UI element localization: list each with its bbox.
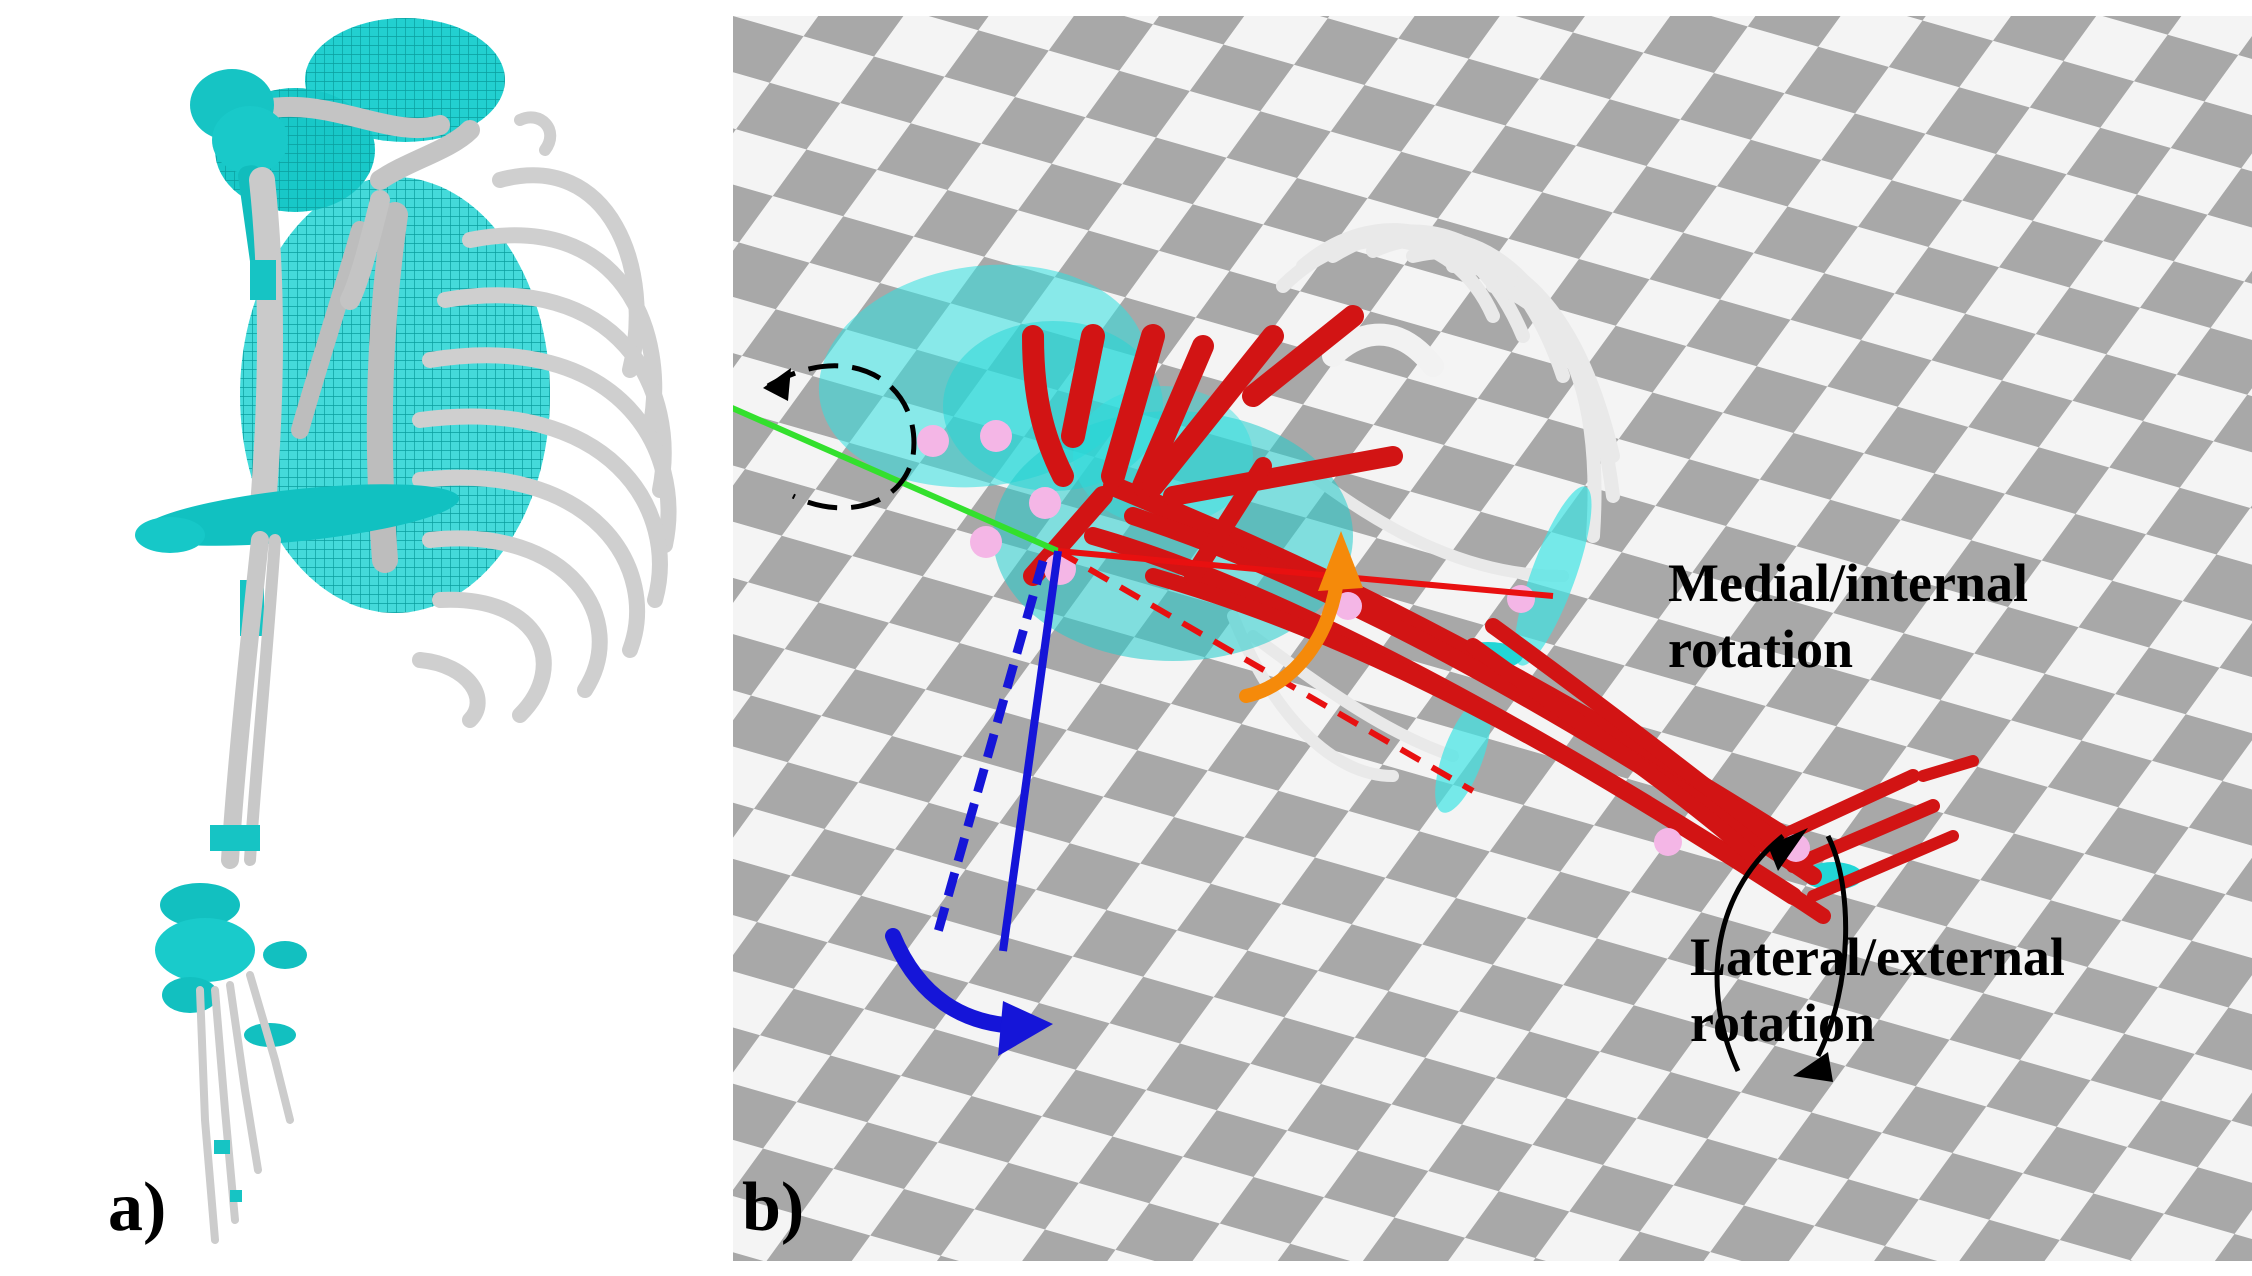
finger-joints bbox=[214, 1140, 242, 1202]
axis-blue-dashed bbox=[933, 559, 1048, 934]
ribcage bbox=[412, 111, 677, 728]
medial-annotation-line1: Medial/internal bbox=[1668, 553, 2028, 613]
rotation-axes bbox=[733, 405, 1554, 952]
skeleton-3d-figure bbox=[135, 18, 677, 1244]
muscles bbox=[1022, 305, 1979, 924]
panel-a bbox=[0, 0, 720, 1276]
lateral-annotation-line2: rotation bbox=[1690, 993, 1875, 1053]
dashed-rotation-arrow bbox=[763, 363, 917, 511]
panel-b bbox=[733, 16, 2252, 1261]
musculoskeletal-simulation-view bbox=[733, 16, 2252, 1261]
medial-rotation-annotation: Medial/internal rotation bbox=[1668, 550, 2028, 682]
lateral-rotation-annotation: Lateral/external rotation bbox=[1690, 924, 2065, 1056]
arrow-head-lateral bbox=[1793, 1052, 1833, 1082]
internal-external-rotation-arrows bbox=[1714, 834, 1849, 1073]
axis-red-dashed bbox=[1056, 548, 1475, 794]
panel-label-b: b) bbox=[742, 1169, 805, 1246]
clavicle-scapula bbox=[250, 96, 480, 310]
panel-label-a: a) bbox=[108, 1169, 167, 1246]
wrist-ellipsoids bbox=[155, 883, 307, 1047]
forearm bbox=[210, 531, 281, 869]
orange-rotation-arrow bbox=[1239, 531, 1363, 703]
lateral-annotation-line1: Lateral/external bbox=[1690, 927, 2065, 987]
ribcage bbox=[1227, 223, 1620, 782]
axis-green bbox=[733, 405, 1060, 554]
arrow-head-medial bbox=[1768, 828, 1808, 871]
checkerboard-floor bbox=[733, 16, 2252, 1261]
blue-rotation-arrow bbox=[885, 928, 1053, 1056]
elbow-ellipsoid bbox=[135, 484, 460, 553]
medial-annotation-line2: rotation bbox=[1668, 619, 1853, 679]
axis-blue bbox=[999, 550, 1062, 952]
fingers bbox=[196, 971, 294, 1244]
axis-red bbox=[1057, 548, 1554, 599]
